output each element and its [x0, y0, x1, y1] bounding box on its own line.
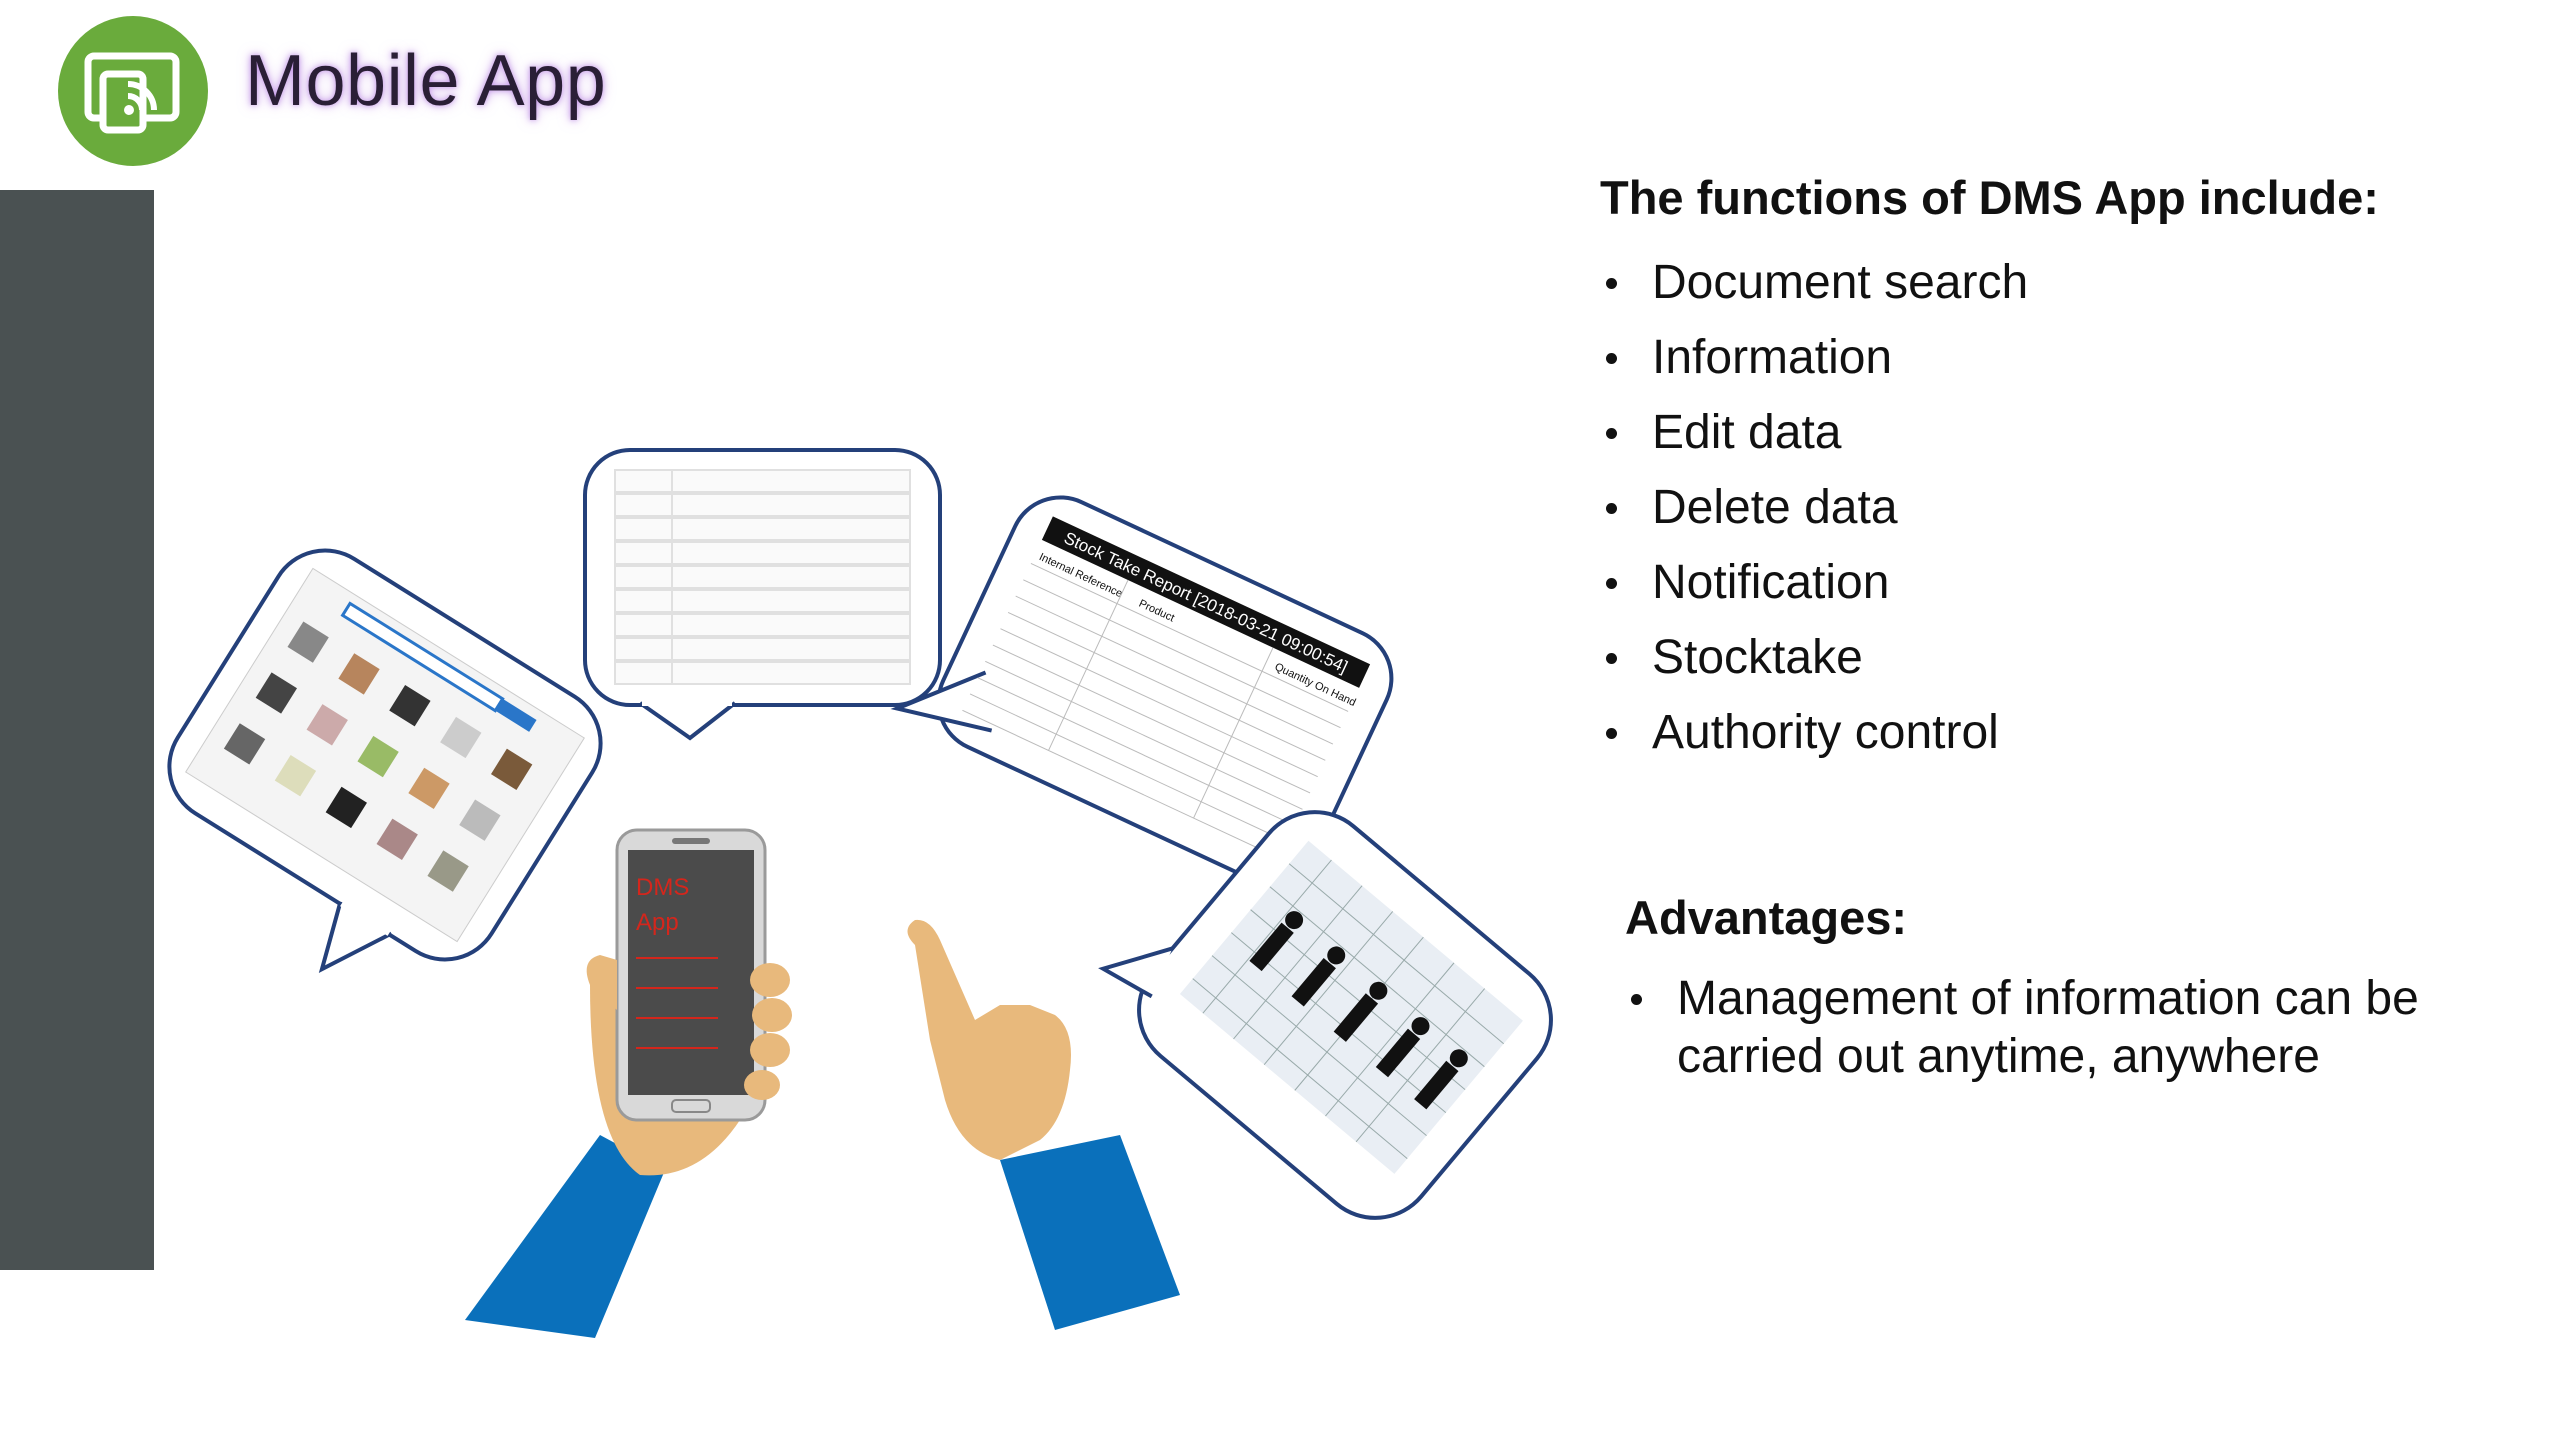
form-bubble	[583, 448, 942, 741]
phone-text-2: App	[636, 909, 679, 936]
list-item: Management of information can be carried…	[1625, 970, 2525, 1086]
silhouette-bubble	[1098, 810, 1553, 1220]
list-item: Document search	[1600, 245, 2028, 320]
functions-list: Document search Information Edit data De…	[1600, 245, 2028, 770]
list-item: Stocktake	[1600, 620, 2028, 695]
list-item: Notification	[1600, 545, 2028, 620]
advantages-list: Management of information can be carried…	[1625, 970, 2525, 1086]
phone-hand: DMS App	[465, 828, 792, 1338]
app-logo	[58, 16, 208, 166]
left-side-band	[0, 190, 154, 1270]
list-item: Edit data	[1600, 395, 2028, 470]
advantages-heading: Advantages:	[1625, 891, 1908, 944]
list-item: Delete data	[1600, 470, 2028, 545]
catalog-bubble	[167, 548, 603, 973]
phone-text-1: DMS	[636, 874, 689, 901]
page-title: Mobile App	[245, 41, 607, 121]
functions-heading: The functions of DMS App include:	[1600, 171, 2379, 224]
list-item: Authority control	[1600, 695, 2028, 770]
pointing-hand	[907, 919, 1180, 1330]
mobile-cast-icon	[84, 52, 180, 134]
list-item: Information	[1600, 320, 2028, 395]
